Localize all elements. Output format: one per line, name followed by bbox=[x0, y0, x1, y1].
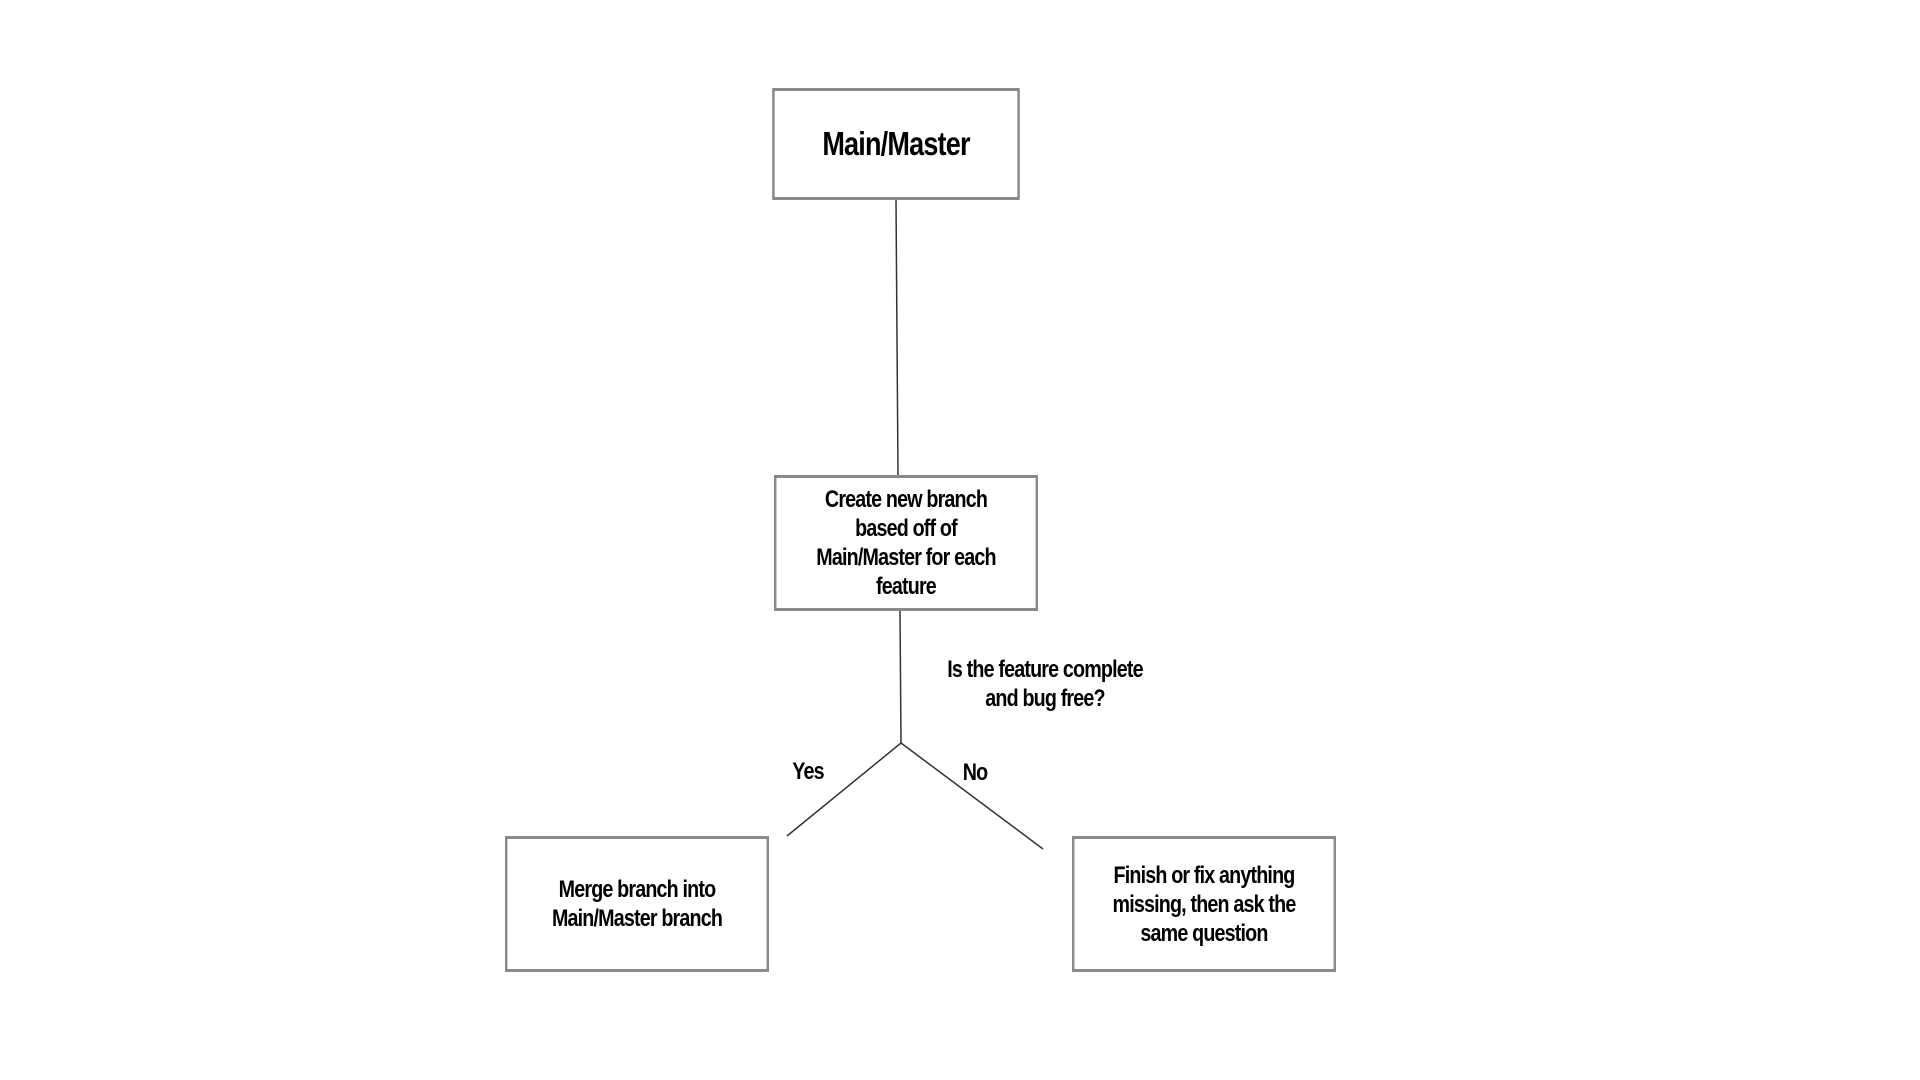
node-main-master-label: Main/Master bbox=[822, 125, 970, 162]
node-finish-fix: Finish or fix anything missing, then ask… bbox=[1071, 836, 1337, 972]
node-create-branch-label: Create new branch based off of Main/Mast… bbox=[816, 486, 996, 600]
node-finish-fix-label: Finish or fix anything missing, then ask… bbox=[1112, 861, 1297, 947]
decision-question-label: Is the feature complete and bug free? bbox=[947, 656, 1143, 712]
connector-main-to-create bbox=[895, 199, 899, 476]
connector-branch-to-merge bbox=[786, 742, 902, 837]
connector-create-to-branch-point bbox=[899, 610, 902, 744]
node-create-branch: Create new branch based off of Main/Mast… bbox=[773, 475, 1039, 611]
node-merge-branch-label: Merge branch into Main/Master branch bbox=[551, 876, 723, 932]
node-merge-branch: Merge branch into Main/Master branch bbox=[504, 836, 770, 972]
no-branch-label: No bbox=[962, 759, 988, 786]
yes-branch-label: Yes bbox=[792, 758, 824, 785]
node-main-master: Main/Master bbox=[772, 88, 1020, 200]
connector-branch-to-finish bbox=[900, 742, 1044, 850]
